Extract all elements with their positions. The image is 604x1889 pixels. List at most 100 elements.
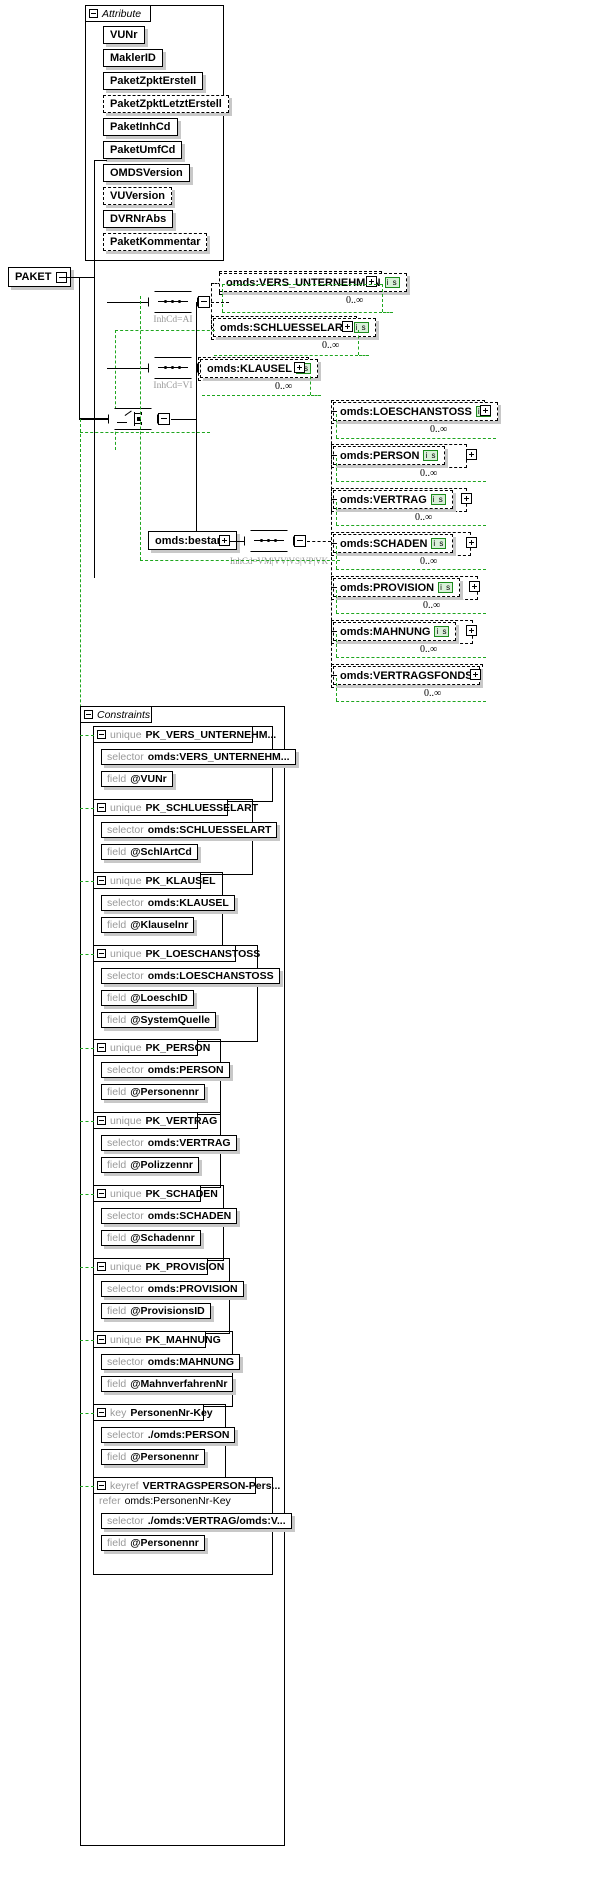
occurrence-label: 0..∞ <box>275 381 293 392</box>
element-person[interactable]: omds:PERSON i s <box>333 446 446 465</box>
attribute-paketzpkterstell[interactable]: PaketZpktErstell <box>103 72 204 90</box>
constraint-selector[interactable]: selector omds:VERTRAG <box>101 1135 237 1151</box>
expand-icon[interactable] <box>470 669 481 680</box>
sequence-compositor-bestand[interactable]: InhCd=VM|VV|VS|VP|VK <box>230 530 328 566</box>
collapse-icon[interactable] <box>97 1116 106 1125</box>
constraint-field[interactable]: field @SystemQuelle <box>101 1012 216 1028</box>
choice-compositor[interactable] <box>108 408 170 433</box>
constraint-header[interactable]: unique PK_PROVISION <box>93 1258 224 1275</box>
expand-icon[interactable] <box>466 625 477 636</box>
element-bestand[interactable]: omds:bestand <box>148 531 238 550</box>
constraint-selector[interactable]: selector omds:SCHADEN <box>101 1208 238 1224</box>
collapse-icon[interactable] <box>97 1262 106 1271</box>
connector <box>211 283 212 328</box>
collapse-icon[interactable] <box>97 1043 106 1052</box>
attribute-paketinhcd[interactable]: PaketInhCd <box>103 118 178 136</box>
expand-icon[interactable] <box>469 581 480 592</box>
attribute-omdsversion[interactable]: OMDSVersion <box>103 164 190 182</box>
expand-icon[interactable] <box>461 493 472 504</box>
attribute-maklerid[interactable]: MaklerID <box>103 49 163 67</box>
constraint-header[interactable]: unique PK_SCHADEN <box>93 1185 218 1202</box>
constraint-kind: key <box>110 1406 127 1419</box>
attribute-label: PaketInhCd <box>110 121 171 133</box>
attribute-paketumfcd[interactable]: PaketUmfCd <box>103 141 183 159</box>
element-schaden[interactable]: omds:SCHADEN i s <box>333 534 454 553</box>
constraint-field[interactable]: field @Personennr <box>101 1535 205 1551</box>
constraint-header[interactable]: unique PK_MAHNUNG <box>93 1331 221 1348</box>
collapse-icon[interactable] <box>294 535 306 547</box>
element-schluesselart[interactable]: omds:SCHLUESSELART i s <box>213 318 376 337</box>
attribute-paketzpktletzterstell[interactable]: PaketZpktLetztErstell <box>103 95 229 113</box>
constraint-header[interactable]: unique PK_VERTRAG <box>93 1112 217 1129</box>
constraint-header[interactable]: unique PK_KLAUSEL <box>93 872 216 889</box>
collapse-icon[interactable] <box>89 9 98 18</box>
constraint-selector[interactable]: selector omds:SCHLUESSELART <box>101 822 278 838</box>
expand-icon[interactable] <box>219 535 230 546</box>
constraint-selector[interactable]: selector omds:MAHNUNG <box>101 1354 241 1370</box>
constraint-header[interactable]: keyref VERTRAGSPERSON-Pers... <box>93 1477 280 1494</box>
collapse-icon[interactable] <box>97 1481 106 1490</box>
collapse-icon[interactable] <box>97 876 106 885</box>
constraint-field[interactable]: field @MahnverfahrenNr <box>101 1376 234 1392</box>
constraint-field[interactable]: field @VUNr <box>101 771 173 787</box>
attribute-vunr[interactable]: VUNr <box>103 26 145 44</box>
element-provision[interactable]: omds:PROVISION i s <box>333 578 461 597</box>
constraint-field[interactable]: field @Personennr <box>101 1449 205 1465</box>
attribute-label: MaklerID <box>110 52 156 64</box>
constraint-selector[interactable]: selector omds:PROVISION <box>101 1281 244 1297</box>
constraint-selector[interactable]: selector ./omds:VERTRAG/omds:V... <box>101 1513 292 1529</box>
collapse-icon[interactable] <box>97 730 106 739</box>
collapse-icon[interactable] <box>84 710 93 719</box>
constraint-header[interactable]: key PersonenNr-Key <box>93 1404 213 1421</box>
collapse-icon[interactable] <box>97 1335 106 1344</box>
constraint-field[interactable]: field @Personennr <box>101 1084 205 1100</box>
type-icon: i s <box>431 538 447 549</box>
collapse-icon[interactable] <box>158 413 170 425</box>
constraints-group-tab[interactable]: Constraints <box>80 706 152 723</box>
constraint-selector[interactable]: selector omds:LOESCHANSTOSS <box>101 968 280 984</box>
constraint-header[interactable]: unique PK_LOESCHANSTOSS <box>93 945 260 962</box>
attribute-dvrnrabs[interactable]: DVRNrAbs <box>103 210 174 228</box>
constraint-field[interactable]: field @Klauselnr <box>101 917 195 933</box>
constraint-field[interactable]: field @SchlArtCd <box>101 844 198 860</box>
element-vers-unternehmen[interactable]: omds:VERS_UNTERNEHMEN i s <box>219 273 407 292</box>
collapse-icon[interactable] <box>97 1189 106 1198</box>
attribute-group-tab[interactable]: Attribute <box>85 5 151 22</box>
collapse-icon[interactable] <box>198 296 210 308</box>
expand-icon[interactable] <box>466 537 477 548</box>
expand-icon[interactable] <box>366 276 377 287</box>
element-klausel[interactable]: omds:KLAUSEL i s <box>200 359 318 378</box>
expand-icon[interactable] <box>480 405 491 416</box>
attribute-vuversion[interactable]: VUVersion <box>103 187 173 205</box>
constraint-field[interactable]: field @LoeschID <box>101 990 194 1006</box>
constraint-selector[interactable]: selector ./omds:PERSON <box>101 1427 236 1443</box>
constraint-field[interactable]: field @ProvisionsID <box>101 1303 211 1319</box>
constraint-selector[interactable]: selector omds:VERS_UNTERNEHM... <box>101 749 296 765</box>
attribute-group: Attribute <box>85 5 224 261</box>
element-vertragsfonds[interactable]: omds:VERTRAGSFONDS <box>333 666 480 685</box>
constraint-field[interactable]: field @Polizzennr <box>101 1157 200 1173</box>
constraint-header[interactable]: unique PK_SCHLUESSELART <box>93 799 258 816</box>
constraint-header[interactable]: unique PK_VERS_UNTERNEHM... <box>93 726 276 743</box>
attribute-paketkommentar[interactable]: PaketKommentar <box>103 233 208 251</box>
constraint-field[interactable]: field @Schadennr <box>101 1230 201 1246</box>
element-vertrag[interactable]: omds:VERTRAG i s <box>333 490 453 509</box>
collapse-icon[interactable] <box>97 949 106 958</box>
element-mahnung[interactable]: omds:MAHNUNG i s <box>333 622 457 641</box>
green-connector <box>336 458 337 481</box>
collapse-icon[interactable] <box>97 803 106 812</box>
element-loeschanstoss[interactable]: omds:LOESCHANSTOSS i s <box>333 402 498 421</box>
connector <box>94 160 107 161</box>
constraint-selector[interactable]: selector omds:KLAUSEL <box>101 895 235 911</box>
constraint-selector[interactable]: selector omds:PERSON <box>101 1062 230 1078</box>
expand-icon[interactable] <box>294 362 305 373</box>
sequence-icon <box>254 539 284 542</box>
sequence-compositor-ai[interactable]: InhCd=AI <box>148 291 210 325</box>
sequence-compositor-vi[interactable]: InhCd=VI <box>148 357 210 391</box>
collapse-icon[interactable] <box>97 1408 106 1417</box>
root-element-paket[interactable]: PAKET <box>8 267 72 287</box>
expand-icon[interactable] <box>466 449 477 460</box>
constraint-header[interactable]: unique PK_PERSON <box>93 1039 210 1056</box>
expand-icon[interactable] <box>342 321 353 332</box>
element-label: omds:VERTRAGSFONDS <box>340 669 473 682</box>
